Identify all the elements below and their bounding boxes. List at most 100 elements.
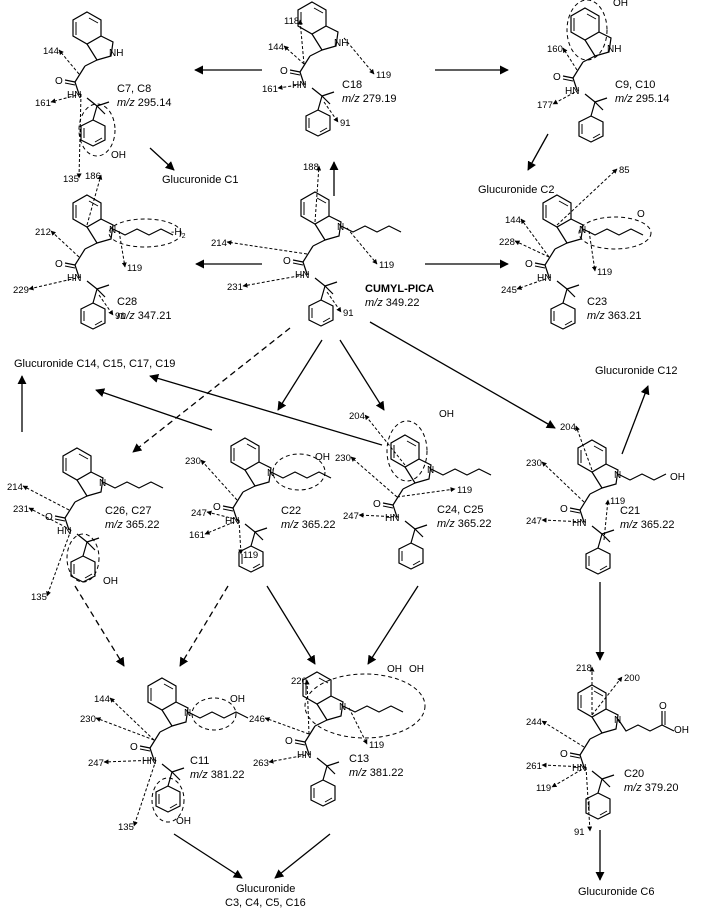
- c26-mz: m/z 365.22: [105, 519, 159, 531]
- amide-hn-atom: HN: [572, 518, 586, 529]
- indole-carboxamide-core: [54, 447, 104, 583]
- indole-carboxamide-core: [294, 671, 344, 807]
- fragment-cleavage-line: [396, 487, 456, 498]
- c23-mz: m/z 363.21: [587, 310, 641, 322]
- c21-frag-230: 230: [526, 458, 542, 469]
- fragment-cleavage-line: [575, 425, 593, 471]
- fragment-cleavage-line: [76, 93, 82, 179]
- carbonyl-o-atom: O: [525, 259, 533, 270]
- fragment-cleavage-line: [323, 101, 339, 123]
- c28-frag-91: 91: [115, 311, 126, 322]
- fragment-cleavage-line: [343, 37, 375, 75]
- fragment-cleavage-line: [520, 218, 550, 258]
- arrow-c24-to-c13: [367, 585, 419, 665]
- fragment-cleavage-line: [551, 766, 587, 788]
- fragment-cleavage-line: [118, 230, 127, 268]
- c18-frag-144: 144: [268, 42, 284, 53]
- c9-oh: OH: [613, 0, 628, 9]
- center-label: CUMYL-PICA: [365, 283, 434, 295]
- c28-frag-119: 119: [127, 263, 142, 274]
- c21-mz: m/z 365.22: [620, 519, 674, 531]
- c23-label: C23: [587, 296, 607, 308]
- fragment-cleavage-line: [98, 294, 114, 316]
- c28-h2: -H2: [171, 227, 186, 240]
- amide-hn-atom: HN: [142, 756, 156, 767]
- fragment-cleavage-line: [50, 230, 80, 258]
- c9-label: C9, C10: [615, 79, 655, 91]
- c13-frag-119: 119: [369, 740, 384, 751]
- fragment-cleavage-line: [541, 762, 587, 768]
- c11-oh-ring: OH: [176, 816, 191, 827]
- c20-frag-119: 119: [536, 783, 551, 794]
- indole-n-atom: N: [614, 470, 621, 481]
- fragment-cleavage-line: [200, 459, 238, 501]
- carbonyl-o-atom: O: [130, 742, 138, 753]
- fragment-cleavage-line: [350, 456, 398, 498]
- fragment-cleavage-line: [585, 766, 593, 832]
- c28-mz: m/z 347.21: [117, 310, 171, 322]
- c18-frag-118: 118: [284, 16, 299, 27]
- c18-mz: m/z 279.19: [342, 93, 396, 105]
- c20-frag-200: 200: [624, 673, 640, 684]
- glucuronide-c3: Glucuronide: [236, 883, 295, 895]
- indole-nh-atom: NH: [607, 44, 621, 55]
- pentyl-chain: [187, 711, 249, 719]
- indole-carboxamide-core: [569, 439, 619, 575]
- c22-frag-119: 119: [243, 550, 258, 561]
- c26-frag-214: 214: [7, 482, 23, 493]
- c11-mz: m/z 381.22: [190, 769, 244, 781]
- c21-frag-247: 247: [526, 516, 542, 527]
- molecule-c13: C13 m/z 381.22 220 246 119 263 OH OH NHN…: [249, 664, 426, 807]
- carbonyl-o-atom: O: [213, 502, 221, 513]
- pentyl-chain: [340, 225, 402, 233]
- c20-frag-218: 218: [576, 663, 592, 674]
- c24-frag-247: 247: [343, 511, 359, 522]
- c13-oh-2: OH: [409, 664, 424, 675]
- fragment-cleavage-line: [268, 753, 312, 764]
- carbonyl-o-atom: O: [560, 749, 568, 760]
- fragment-cleavage-line: [22, 485, 70, 511]
- indole-n-atom: N: [267, 468, 274, 479]
- indole-n-atom: N: [99, 478, 106, 489]
- pentyl-chain: [342, 705, 404, 713]
- center-mz: m/z 349.22: [365, 297, 419, 309]
- arrow-c7-to-glu-c1: [149, 147, 175, 171]
- amide-hn-atom: HN: [572, 763, 586, 774]
- arrow-center-to-c21: [369, 321, 556, 429]
- c22-label: C22: [281, 505, 301, 517]
- fragment-cleavage-line: [516, 276, 552, 290]
- indole-nh-atom: NH: [109, 48, 123, 59]
- arrow-center-to-c22: [277, 339, 323, 411]
- fragment-cleavage-line: [326, 291, 342, 313]
- molecule-c20: O OH C20 m/z 379.20 218 200 244 261 119 …: [526, 663, 689, 838]
- indole-n-atom: N: [427, 465, 434, 476]
- glucuronide-c1: Glucuronide C1: [162, 174, 238, 186]
- c18-frag-119: 119: [376, 70, 391, 81]
- arrow-c9-to-glu-c2: [527, 133, 549, 171]
- fragment-cleavage-line: [591, 676, 623, 716]
- c11-frag-247: 247: [88, 758, 104, 769]
- carbonyl-o-atom: O: [55, 76, 63, 87]
- c22-oh: OH: [315, 452, 330, 463]
- c24-frag-119: 119: [457, 485, 472, 496]
- c24-frag-204: 204: [349, 411, 365, 422]
- fragment-cleavage-line: [603, 499, 611, 541]
- c20-frag-91: 91: [574, 827, 585, 838]
- c23-frag-245: 245: [501, 285, 517, 296]
- molecule-c24: C24, C25 m/z 365.22 204 230 119 247 OH N…: [335, 409, 492, 570]
- glucuronide-c2: Glucuronide C2: [478, 184, 554, 196]
- carbonyl-o-atom: O: [280, 66, 288, 77]
- c23-o: O: [637, 209, 645, 220]
- arrow-c24-to-glu-c14: [149, 373, 383, 446]
- c22-mz: m/z 365.22: [281, 519, 335, 531]
- c21-label: C21: [620, 505, 640, 517]
- arrow-center-to-c26: [132, 327, 291, 453]
- indole-carboxamide-core: [562, 7, 612, 143]
- c28-frag-186: 186: [85, 171, 101, 182]
- fragment-cleavage-line: [297, 19, 305, 65]
